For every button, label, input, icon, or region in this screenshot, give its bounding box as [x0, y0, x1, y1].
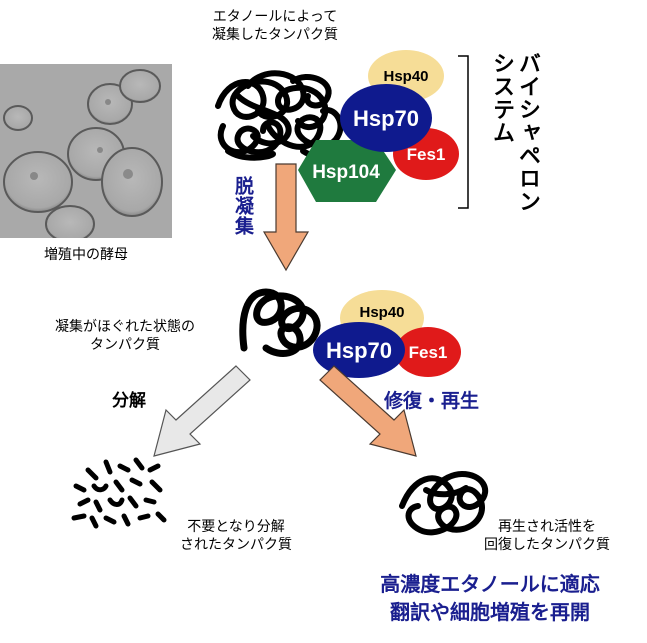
fes1-shape	[395, 327, 461, 377]
degraded-protein-caption-line2: されたタンパク質	[180, 537, 292, 553]
hsp70-shape	[313, 322, 405, 378]
conclusion-line2: 翻訳や細胞増殖を再開	[390, 600, 590, 624]
fes1-label: Fes1	[409, 343, 448, 362]
degradation-arrow	[148, 364, 252, 460]
bichaperone-system-label-line1: バイシャペロン	[515, 52, 540, 213]
conclusion-text: 高濃度エタノールに適応 翻訳や細胞増殖を再開	[340, 570, 640, 626]
yeast-microscopy-image	[0, 64, 172, 243]
degraded-protein-figure	[66, 456, 172, 530]
bichaperone-complex: Hsp40 Hsp104 Fes1 Hsp70	[298, 48, 466, 210]
repair-arrow	[318, 364, 422, 460]
hsp104-label: Hsp104	[312, 162, 380, 183]
bichaperone-system-label-line2: システム	[489, 52, 514, 144]
bichaperone-system-label: バイシャペロン システム	[488, 52, 540, 222]
degraded-protein-caption-line1: 不要となり分解	[187, 519, 285, 535]
disaggregated-protein-figure	[236, 278, 328, 362]
disaggregation-arrow	[262, 162, 310, 274]
repair-label: 修復・再生	[384, 390, 480, 412]
system-bracket	[456, 54, 472, 210]
disaggregated-protein-label: 凝集がほぐれた状態の タンパク質	[20, 318, 230, 354]
hsp70-complex: Hsp40 Fes1 Hsp70	[312, 290, 462, 380]
yeast-caption: 増殖中の酵母	[44, 247, 128, 263]
hsp70-shape	[340, 84, 432, 152]
hsp40-label: Hsp40	[383, 68, 428, 85]
degraded-protein-caption: 不要となり分解 されたタンパク質	[156, 518, 316, 554]
restored-protein-caption-line1: 再生され活性を	[498, 519, 596, 535]
disaggregation-label: 脱凝集	[232, 176, 254, 236]
hsp70-label: Hsp70	[326, 338, 392, 363]
disaggregated-protein-label-line2: タンパク質	[90, 337, 160, 353]
aggregated-protein-label-line1: エタノールによって	[212, 9, 338, 25]
restored-protein-caption: 再生され活性を 回復したタンパク質	[462, 518, 632, 554]
hsp70-label: Hsp70	[353, 106, 419, 131]
fes1-label: Fes1	[407, 145, 446, 164]
conclusion-line1: 高濃度エタノールに適応	[380, 572, 600, 596]
aggregated-protein-label-line2: 凝集したタンパク質	[212, 27, 338, 43]
hsp104-shape	[298, 140, 396, 202]
degradation-label: 分解	[112, 391, 146, 411]
aggregated-protein-label: エタノールによって 凝集したタンパク質	[190, 8, 360, 44]
disaggregated-protein-label-line1: 凝集がほぐれた状態の	[55, 319, 195, 335]
restored-protein-caption-line2: 回復したタンパク質	[484, 537, 610, 553]
hsp40-label: Hsp40	[359, 304, 404, 321]
restored-protein-figure	[396, 456, 496, 540]
